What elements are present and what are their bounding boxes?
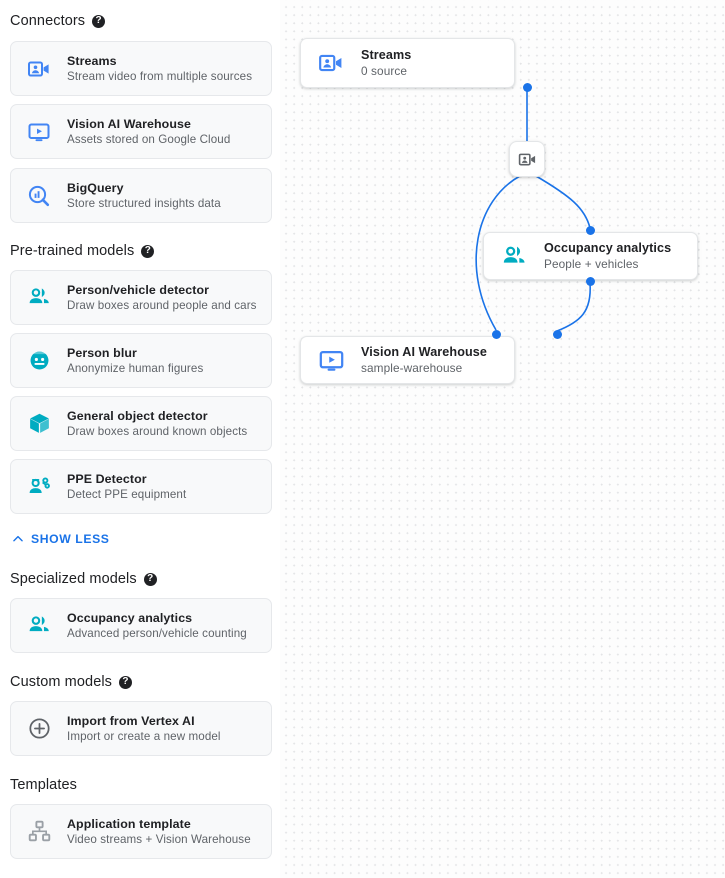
graph-port-occupancy-output[interactable]	[586, 277, 595, 286]
sidebar-item-subtitle: Advanced person/vehicle counting	[67, 627, 247, 640]
sidebar-item-subtitle: Import or create a new model	[67, 730, 221, 743]
sidebar-item-subtitle: Anonymize human figures	[67, 362, 204, 375]
help-icon[interactable]: ?	[119, 675, 133, 689]
sidebar-item-subtitle: Draw boxes around people and cars	[67, 299, 257, 312]
sidebar-item-title: PPE Detector	[67, 472, 147, 486]
sidebar-item-ppe-detector[interactable]: PPE Detector Detect PPE equipment	[10, 459, 272, 514]
sidebar-item-title: Person/vehicle detector	[67, 283, 210, 297]
graph-port-warehouse-input-1[interactable]	[492, 330, 501, 339]
sidebar-item-title: Streams	[67, 54, 117, 68]
video-camera-icon	[24, 54, 54, 84]
hierarchy-icon	[24, 817, 54, 847]
monitor-play-icon	[24, 117, 54, 147]
sidebar-item-application-template[interactable]: Application template Video streams + Vis…	[10, 804, 272, 859]
sidebar-item-streams[interactable]: Streams Stream video from multiple sourc…	[10, 41, 272, 96]
show-less-button[interactable]: SHOW LESS	[0, 532, 110, 546]
sidebar-item-subtitle: Assets stored on Google Cloud	[67, 133, 231, 146]
graph-node-streams[interactable]: Streams 0 source	[300, 38, 515, 88]
help-icon[interactable]: ?	[143, 572, 157, 586]
graph-node-title: Streams	[361, 48, 412, 62]
section-title: Templates	[10, 777, 77, 793]
sidebar-item-subtitle: Detect PPE equipment	[67, 488, 187, 501]
cube-icon	[24, 409, 54, 439]
show-less-label: SHOW LESS	[31, 532, 110, 546]
section-title: Specialized models	[10, 571, 137, 587]
sidebar-item-title: Occupancy analytics	[67, 611, 193, 625]
sidebar-item-general-object-detector[interactable]: General object detector Draw boxes aroun…	[10, 396, 272, 451]
plus-circle-icon	[24, 714, 54, 744]
sidebar-item-title: Application template	[67, 817, 191, 831]
graph-node-subtitle: People + vehicles	[544, 257, 639, 271]
sidebar-item-title: Vision AI Warehouse	[67, 117, 191, 131]
sidebar-item-person-blur[interactable]: Person blur Anonymize human figures	[10, 333, 272, 388]
section-header-specialized-models: Specialized models ?	[0, 571, 157, 587]
graph-port-streams-output[interactable]	[523, 83, 532, 92]
sidebar-item-person-vehicle-detector[interactable]: Person/vehicle detector Draw boxes aroun…	[10, 270, 272, 325]
graph-node-vision-ai-warehouse[interactable]: Vision AI Warehouse sample-warehouse	[300, 336, 515, 384]
graph-node-subtitle: sample-warehouse	[361, 361, 463, 375]
sidebar-item-subtitle: Video streams + Vision Warehouse	[67, 833, 251, 846]
chevron-up-icon	[11, 532, 25, 546]
graph-node-occupancy-analytics[interactable]: Occupancy analytics People + vehicles	[483, 232, 698, 280]
sidebar-item-title: Person blur	[67, 346, 137, 360]
component-sidebar: Connectors ? Streams Stream video from m…	[0, 0, 280, 878]
graph-node-title: Occupancy analytics	[544, 241, 672, 255]
people-group-icon	[24, 283, 54, 313]
ppe-person-icon	[24, 472, 54, 502]
sidebar-item-vision-ai-warehouse[interactable]: Vision AI Warehouse Assets stored on Goo…	[10, 104, 272, 159]
sidebar-item-import-from-vertex-ai[interactable]: Import from Vertex AI Import or create a…	[10, 701, 272, 756]
section-header-connectors: Connectors ?	[0, 13, 106, 29]
people-group-icon	[498, 240, 530, 272]
sidebar-item-subtitle: Draw boxes around known objects	[67, 425, 248, 438]
sidebar-item-title: General object detector	[67, 409, 208, 423]
section-title: Custom models	[10, 674, 113, 690]
help-icon[interactable]: ?	[92, 14, 106, 28]
sidebar-item-bigquery[interactable]: BigQuery Store structured insights data	[10, 168, 272, 223]
graph-port-occupancy-input[interactable]	[586, 226, 595, 235]
graph-node-subtitle: 0 source	[361, 64, 408, 78]
sidebar-item-title: BigQuery	[67, 181, 124, 195]
graph-edges	[475, 87, 591, 332]
sidebar-item-subtitle: Store structured insights data	[67, 197, 221, 210]
section-header-templates: Templates	[0, 777, 77, 793]
section-title: Pre-trained models	[10, 243, 135, 259]
monitor-play-icon	[315, 344, 347, 376]
section-header-pre-trained-models: Pre-trained models ?	[0, 243, 155, 259]
people-group-icon	[24, 611, 54, 641]
graph-port-warehouse-input-2[interactable]	[553, 330, 562, 339]
graph-canvas[interactable]: Streams 0 source Occupancy analytics Peo…	[280, 0, 725, 878]
graph-node-title: Vision AI Warehouse	[361, 345, 487, 359]
sidebar-item-subtitle: Stream video from multiple sources	[67, 70, 253, 83]
section-title: Connectors	[10, 13, 86, 29]
sidebar-item-occupancy-analytics[interactable]: Occupancy analytics Advanced person/vehi…	[10, 598, 272, 653]
video-camera-icon	[518, 150, 537, 169]
section-header-custom-models: Custom models ?	[0, 674, 133, 690]
video-camera-icon	[315, 47, 347, 79]
graph-node-stream-hub[interactable]	[509, 141, 545, 177]
sidebar-item-title: Import from Vertex AI	[67, 714, 195, 728]
face-blur-icon	[24, 346, 54, 376]
bigquery-search-icon	[24, 181, 54, 211]
help-icon[interactable]: ?	[141, 244, 155, 258]
